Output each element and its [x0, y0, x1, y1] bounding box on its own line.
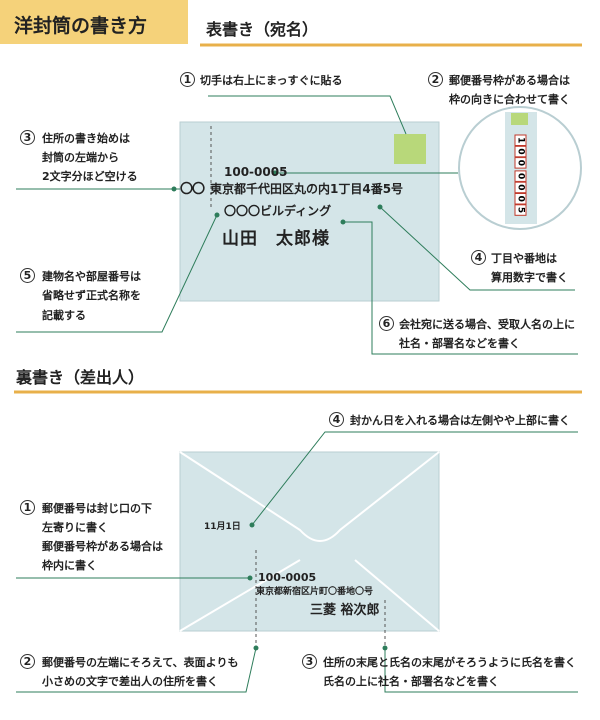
back-date: 11月1日	[204, 522, 241, 532]
zip-box	[514, 193, 527, 205]
back-flap-line	[179, 451, 440, 542]
leader-dot-4	[377, 204, 383, 210]
front-note-4-line-2: 算用数字で書く	[491, 271, 568, 284]
back-note-4-number: 4	[329, 412, 344, 427]
back-heading: 裏書き（差出人）	[16, 368, 145, 387]
back-note-1-line-3: 郵便番号枠がある場合は	[42, 540, 163, 553]
leader-back-2	[16, 647, 257, 693]
leader-dot-b2	[253, 645, 259, 651]
back-note-3-line-2: 氏名の上に社名・部署名などを書く	[323, 675, 499, 688]
leader-back-4	[251, 431, 578, 526]
back-fold-left	[179, 559, 301, 632]
zip-box	[514, 170, 527, 182]
leader-back-3	[384, 648, 578, 693]
front-recipient: 山田 太郎様	[222, 229, 330, 249]
front-note-4-number: 4	[471, 250, 486, 265]
front-note-5-line-1: 建物名や部屋番号は	[42, 270, 141, 283]
front-note-1-line-1: 切手は右上にまっすぐに貼る	[200, 74, 343, 87]
zip-code-boxes: 1 0 0 0 0 0 5	[514, 134, 527, 216]
front-space-marks: 〇〇	[180, 182, 205, 197]
zoom-stamp	[511, 113, 528, 125]
zip-box	[514, 157, 527, 169]
front-note-6-line-1: 会社宛に送る場合、受取人名の上に	[399, 318, 575, 331]
front-note-2-line-1: 郵便番号枠がある場合は	[449, 74, 570, 87]
leader-front-6	[343, 221, 578, 355]
front-note-3-line-2: 封筒の左端から	[42, 151, 119, 164]
back-note-1-line-1: 郵便番号は封じ口の下	[42, 502, 152, 515]
back-note-3-number: 3	[302, 654, 317, 669]
zip-digit: 0	[516, 148, 526, 154]
zip-box	[514, 134, 527, 146]
leader-dot-b4	[249, 522, 255, 528]
zip-digit: 0	[516, 173, 526, 179]
title-badge: 洋封筒の書き方	[0, 0, 188, 44]
zip-box	[514, 204, 527, 216]
back-sender: 三菱 裕次郎	[310, 603, 380, 618]
back-note-1-line-2: 左寄りに書く	[42, 521, 108, 534]
zip-digit: 0	[516, 160, 526, 166]
back-envelope	[179, 451, 440, 632]
front-address: 東京都千代田区丸の内1丁目4番5号	[210, 182, 404, 196]
front-note-3-line-1: 住所の書き始めは	[42, 132, 130, 145]
zip-digit: 5	[516, 207, 526, 213]
front-heading: 表書き（宛名）	[206, 20, 319, 39]
leader-dot-b3	[382, 645, 388, 651]
front-note-5-number: 5	[20, 268, 35, 283]
leader-dot-2	[272, 170, 278, 176]
zip-box	[514, 145, 527, 158]
back-note-2-line-1: 郵便番号の左端にそろえて、表面よりも	[42, 656, 239, 669]
back-note-1-number: 1	[20, 500, 35, 515]
zip-digit: 0	[516, 184, 526, 190]
back-note-1-line-4: 枠内に書く	[42, 559, 97, 572]
front-note-5-line-2: 省略せず正式名称を	[42, 289, 141, 302]
front-note-6-line-2: 社名・部署名などを書く	[399, 337, 520, 350]
back-note-4-line-1: 封かん日を入れる場合は左側やや上部に書く	[350, 414, 570, 427]
front-note-2-line-2: 枠の向きに合わせて書く	[449, 93, 570, 106]
back-note-2-number: 2	[20, 654, 35, 669]
front-note-5-line-3: 記載する	[42, 309, 86, 322]
leader-front-4	[379, 206, 575, 291]
front-note-4-line-1: 丁目や番地は	[491, 252, 557, 265]
front-postal-code: 100-0005	[224, 165, 288, 179]
front-note-1-number: 1	[180, 72, 195, 87]
front-note-2-number: 2	[428, 72, 443, 87]
leader-front-5	[16, 214, 218, 333]
zip-digit: 0	[516, 196, 526, 202]
leader-dot-3	[171, 186, 177, 192]
back-fold-right	[354, 559, 440, 632]
front-note-3-number: 3	[20, 130, 35, 145]
front-note-3-line-3: 2文字分ほど空ける	[42, 170, 138, 183]
page-title: 洋封筒の書き方	[14, 15, 148, 37]
zip-digit: 1	[516, 137, 526, 143]
zip-box	[514, 181, 527, 194]
stamp	[394, 134, 426, 164]
leader-dot-b1	[247, 575, 253, 581]
back-note-3-line-1: 住所の末尾と氏名の末尾がそろうように氏名を書く	[323, 656, 576, 669]
front-note-6-number: 6	[379, 316, 394, 331]
leader-dot-5	[214, 212, 220, 218]
back-note-2-line-2: 小さめの文字で差出人の住所を書く	[42, 675, 218, 688]
front-building: 〇〇〇ビルディング	[224, 204, 332, 218]
back-address: 東京都新宿区片町〇番地〇号	[256, 587, 374, 597]
leader-dot-6	[340, 219, 346, 225]
back-postal-code: 100-0005	[258, 571, 317, 584]
leader-front-1	[208, 95, 407, 135]
